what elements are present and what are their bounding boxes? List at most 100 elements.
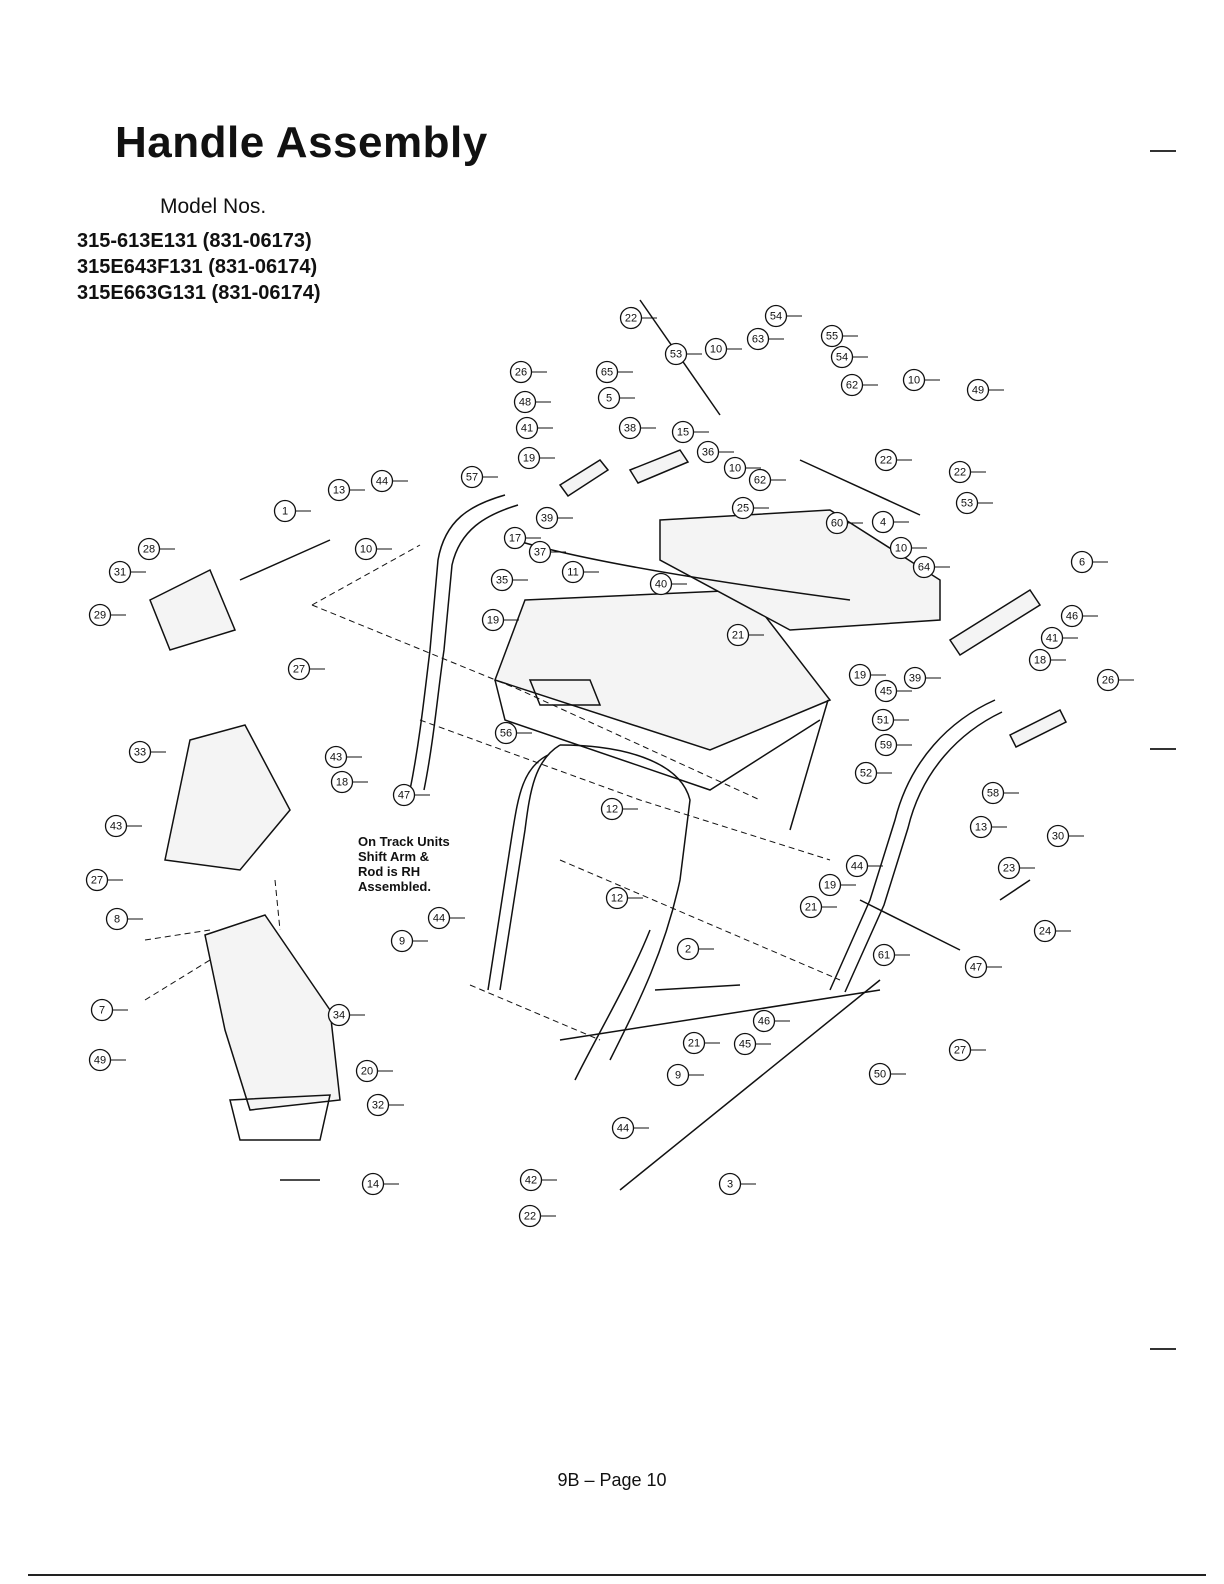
callout-circle [764, 304, 788, 328]
callout-circle [513, 390, 537, 414]
callout-circle [535, 506, 559, 530]
callout-43: 43 [324, 745, 362, 769]
callout-circle [561, 560, 585, 584]
callout-label: 17 [509, 533, 521, 545]
callout-label: 28 [143, 544, 155, 556]
callout-60: 60 [825, 511, 863, 535]
callout-61: 61 [872, 943, 910, 967]
callout-46: 46 [1060, 604, 1098, 628]
callout-circle [1096, 668, 1120, 692]
callout-label: 23 [1003, 863, 1015, 875]
callout-circle [666, 1063, 690, 1087]
callout-label: 10 [908, 375, 920, 387]
callout-18: 18 [330, 770, 368, 794]
callout-43: 43 [104, 814, 142, 838]
callout-33: 33 [128, 740, 166, 764]
callout-32: 32 [366, 1093, 404, 1117]
callout-circle [748, 468, 772, 492]
callout-label: 46 [758, 1016, 770, 1028]
callout-label: 25 [737, 503, 749, 515]
callout-27: 27 [85, 868, 123, 892]
callout-28: 28 [137, 537, 175, 561]
callout-label: 48 [519, 397, 531, 409]
callout-label: 10 [729, 463, 741, 475]
callout-circle [671, 420, 695, 444]
callout-circle [105, 907, 129, 931]
callout-label: 64 [918, 562, 930, 574]
callout-circle [649, 572, 673, 596]
callout-circle [324, 745, 348, 769]
callout-64: 64 [912, 555, 950, 579]
callout-39: 39 [903, 666, 941, 690]
model-number: 315E643F131 (831-06174) [77, 256, 318, 278]
callout-59: 59 [874, 733, 912, 757]
callout-21: 21 [799, 895, 837, 919]
callout-label: 14 [367, 1179, 379, 1191]
callout-circle [137, 537, 161, 561]
callout-circle [528, 540, 552, 564]
callout-26: 26 [509, 360, 547, 384]
callout-label: 13 [975, 822, 987, 834]
callout-circle [966, 378, 990, 402]
callout-label: 52 [860, 768, 872, 780]
callout-51: 51 [871, 708, 909, 732]
callout-circle [1070, 550, 1094, 574]
callout-21: 21 [726, 623, 764, 647]
callout-label: 43 [330, 752, 342, 764]
callout-label: 41 [521, 423, 533, 435]
callout-37: 37 [528, 540, 566, 564]
callout-45: 45 [733, 1032, 771, 1056]
callout-label: 12 [611, 893, 623, 905]
callout-label: 41 [1046, 633, 1058, 645]
callout-circle [664, 342, 688, 366]
callout-circle [1040, 626, 1064, 650]
callout-label: 38 [624, 423, 636, 435]
callout-circle [845, 854, 869, 878]
callout-label: 39 [541, 513, 553, 525]
callout-10: 10 [723, 456, 761, 480]
callout-circle [104, 814, 128, 838]
margin-mark [1150, 748, 1176, 750]
callout-11: 11 [561, 560, 599, 584]
model-list: 315-613E131 (831-06173) 315E643F131 (831… [77, 228, 321, 306]
callout-44: 44 [611, 1116, 649, 1140]
callout-label: 54 [836, 352, 848, 364]
callout-29: 29 [88, 603, 126, 627]
callout-3: 3 [718, 1172, 756, 1196]
callout-circle [981, 781, 1005, 805]
callout-8: 8 [105, 907, 143, 931]
callout-label: 35 [496, 575, 508, 587]
callout-14: 14 [361, 1172, 399, 1196]
callout-9: 9 [390, 929, 428, 953]
callout-20: 20 [355, 1059, 393, 1083]
callout-63: 63 [746, 327, 784, 351]
callout-label: 33 [134, 747, 146, 759]
callout-label: 10 [710, 344, 722, 356]
callout-circle [830, 345, 854, 369]
callout-circle [948, 460, 972, 484]
callout-circle [799, 895, 823, 919]
callout-10: 10 [704, 337, 742, 361]
callout-label: 1 [282, 506, 288, 518]
callout-57: 57 [460, 465, 498, 489]
callout-label: 7 [99, 1005, 105, 1017]
callout-25: 25 [731, 496, 769, 520]
callout-62: 62 [748, 468, 786, 492]
callout-label: 44 [433, 913, 445, 925]
callout-circle [752, 1009, 776, 1033]
margin-mark [1150, 150, 1176, 152]
callout-circle [427, 906, 451, 930]
callout-15: 15 [671, 420, 709, 444]
callout-label: 45 [739, 1039, 751, 1051]
callout-circle [503, 526, 527, 550]
callout-circle [597, 386, 621, 410]
callout-label: 47 [398, 790, 410, 802]
callout-circle [595, 360, 619, 384]
callout-label: 19 [523, 453, 535, 465]
note-line: On Track Units [358, 834, 450, 849]
callout-label: 26 [1102, 675, 1114, 687]
callout-label: 57 [466, 472, 478, 484]
callout-39: 39 [535, 506, 573, 530]
callout-label: 49 [972, 385, 984, 397]
callout-65: 65 [595, 360, 633, 384]
